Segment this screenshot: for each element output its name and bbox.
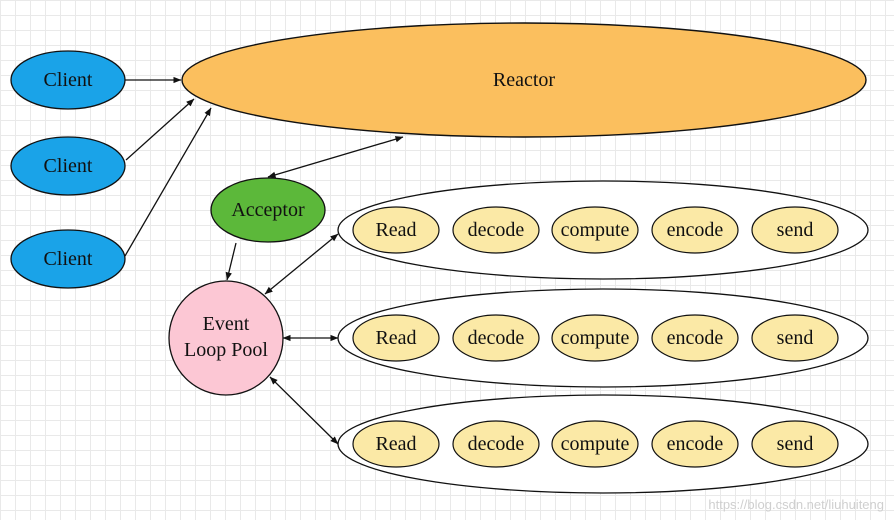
event-loop-pool-label-line2: Loop Pool [184, 339, 268, 361]
stage-decode: decode [452, 420, 540, 468]
stage-shape [551, 314, 639, 362]
stage-encode: encode [651, 206, 739, 254]
stage-shape [452, 206, 540, 254]
client-shape [10, 50, 126, 110]
stage-label: send [777, 433, 814, 455]
stage-compute: compute [551, 314, 639, 362]
stage-label: encode [667, 327, 724, 349]
stage-shape [651, 206, 739, 254]
client-node-1: Client [10, 50, 126, 110]
stage-label: compute [561, 219, 630, 241]
stage-shape [352, 314, 440, 362]
stage-label: send [777, 219, 814, 241]
stage-shape [751, 206, 839, 254]
edge-pool-pipeline3 [269, 376, 339, 445]
stage-shape [651, 420, 739, 468]
stage-send: send [751, 206, 839, 254]
edge-pool-pipeline1 [264, 233, 339, 295]
stage-label: encode [667, 219, 724, 241]
client-shape [10, 229, 126, 289]
pipeline-1: Read decode compute encode send [337, 180, 869, 280]
event-loop-pool-shape [168, 280, 284, 396]
reactor-shape [181, 22, 867, 138]
stage-encode: encode [651, 420, 739, 468]
client-label: Client [44, 248, 93, 270]
client-label: Client [44, 155, 93, 177]
stage-read: Read [352, 314, 440, 362]
pipeline-2: Read decode compute encode send [337, 288, 869, 388]
acceptor-shape [210, 177, 326, 243]
client-shape [10, 136, 126, 196]
stage-label: compute [561, 433, 630, 455]
stage-label: Read [375, 433, 416, 455]
stage-label: encode [667, 433, 724, 455]
stage-compute: compute [551, 206, 639, 254]
stage-decode: decode [452, 206, 540, 254]
stage-send: send [751, 420, 839, 468]
client-node-3: Client [10, 229, 126, 289]
stage-shape [452, 420, 540, 468]
stage-shape [452, 314, 540, 362]
edge-client2-reactor [125, 98, 195, 161]
stage-shape [751, 420, 839, 468]
stage-label: Read [375, 327, 416, 349]
client-node-2: Client [10, 136, 126, 196]
event-loop-pool-node: Event Loop Pool [168, 280, 284, 396]
stage-shape [352, 206, 440, 254]
acceptor-label: Acceptor [231, 199, 305, 221]
stage-read: Read [352, 420, 440, 468]
stage-shape [651, 314, 739, 362]
stage-label: decode [468, 433, 525, 455]
stage-label: compute [561, 327, 630, 349]
stage-label: send [777, 327, 814, 349]
acceptor-node: Acceptor [210, 177, 326, 243]
stage-compute: compute [551, 420, 639, 468]
pipeline-3: Read decode compute encode send [337, 394, 869, 494]
stage-shape [751, 314, 839, 362]
stage-decode: decode [452, 314, 540, 362]
stage-shape [551, 420, 639, 468]
stage-shape [551, 206, 639, 254]
watermark-text: https://blog.csdn.net/liuhuiteng [708, 497, 884, 512]
connectors [124, 76, 404, 445]
stage-label: decode [468, 327, 525, 349]
reactor-node: Reactor [181, 22, 867, 138]
stage-label: decode [468, 219, 525, 241]
stage-label: Read [375, 219, 416, 241]
stage-send: send [751, 314, 839, 362]
reactor-label: Reactor [493, 69, 556, 91]
stage-encode: encode [651, 314, 739, 362]
edge-reactor-acceptor [267, 136, 404, 178]
edge-client3-reactor [124, 107, 212, 257]
stage-shape [352, 420, 440, 468]
stage-read: Read [352, 206, 440, 254]
edge-acceptor-pool [225, 242, 237, 281]
event-loop-pool-label-line1: Event [203, 313, 250, 335]
client-label: Client [44, 69, 93, 91]
